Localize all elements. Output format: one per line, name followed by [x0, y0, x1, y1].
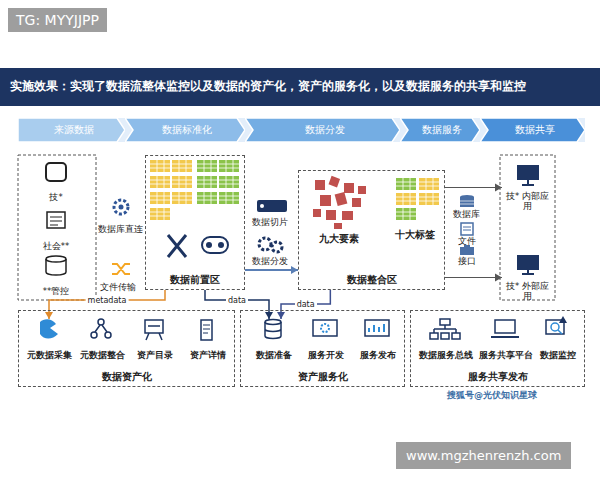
node-text: 十大标签: [387, 229, 443, 241]
node-text: 服务发布: [360, 351, 396, 361]
edge-label: data: [295, 300, 317, 309]
connector-line: [445, 187, 502, 188]
node-text: 服务共享发布: [468, 371, 528, 383]
node-text: 数据标准化: [162, 124, 212, 136]
arrowhead: [495, 274, 502, 282]
node-text: 数据服务总线: [419, 351, 473, 361]
chevron-fill: [125, 118, 245, 142]
node-text: 社会**: [43, 242, 70, 252]
watermark: www.mgzhenrenzh.com: [396, 442, 571, 469]
edge-label: data: [226, 296, 248, 305]
item-box: 社会**: [25, 207, 87, 252]
node-text: 资产目录: [137, 351, 173, 361]
connector: [445, 184, 502, 192]
node-text: 资产详情: [190, 351, 226, 361]
item-box: 数据监控: [533, 319, 583, 361]
icon-label: 接口: [458, 256, 476, 268]
stage-chevron: 数据分发: [245, 118, 400, 142]
node-text: 来源数据: [54, 124, 94, 136]
node-text: **管控: [43, 287, 70, 297]
icon-label: 文件: [458, 236, 476, 248]
node-text: 技* 内部应用: [505, 192, 550, 212]
node-text: 元数据整合: [80, 351, 125, 361]
region-box: 九大要素 十大标签数据整合区: [298, 170, 445, 290]
region-box: 数据前置区: [145, 155, 245, 290]
icon-label: 数据分发: [252, 256, 288, 268]
connector-line: [245, 269, 298, 271]
chevron-fill: [245, 118, 400, 142]
connector: [277, 290, 330, 319]
chevron-fill: [480, 118, 585, 142]
node-text: 数据准备: [256, 351, 292, 361]
item-box: 技*: [25, 160, 87, 203]
connector-line: [281, 290, 330, 319]
item-box: **管控: [25, 255, 87, 297]
item-box: 服务共享平台: [476, 319, 536, 361]
node-text: 服务共享平台: [479, 351, 533, 361]
stage-chevron: 数据标准化: [125, 118, 245, 142]
arrowhead: [277, 312, 285, 319]
node-text: 数据共享: [515, 124, 555, 136]
item-box: 数据服务总线: [416, 319, 476, 361]
node-text: 资产服务化: [298, 371, 348, 383]
node-text: 元数据采集: [27, 351, 72, 361]
edge-label: metadata: [86, 296, 129, 305]
region-box: 服务共享发布 数据服务总线服务共享平台数据监控: [410, 310, 585, 387]
item-box: 服务开发: [301, 319, 351, 361]
item-box: 资产目录: [130, 319, 180, 361]
region-box: 资产服务化数据准备 服务开发 服务发布: [240, 310, 405, 387]
connector: [445, 274, 502, 282]
connector-line: [445, 277, 502, 278]
node-text: 九大要素: [309, 233, 369, 245]
stage-chevron: 数据服务: [400, 118, 480, 142]
chevron-fill: [400, 118, 480, 142]
node-text: 数据资产化: [102, 371, 152, 383]
arrowhead: [265, 312, 273, 319]
icon-label: 文件传输: [100, 282, 136, 294]
item-box: 服务发布: [353, 319, 403, 361]
stage-chevron: 数据共享: [480, 118, 585, 142]
icon-label: 数据切片: [252, 217, 288, 229]
watermark: 搜狐号@光伏知识星球: [447, 389, 537, 402]
arrowhead: [291, 266, 298, 274]
watermark: TG: MYYJJPP: [8, 8, 107, 32]
item-box: 技* 外部应用: [502, 250, 553, 305]
connector-line: [205, 290, 269, 319]
arrowhead: [495, 184, 502, 192]
title-text: 实施效果：实现了数据流整体监控以及数据的资产化，资产的服务化，以及数据服务的共享…: [10, 79, 526, 94]
arrowhead: [45, 312, 53, 319]
node-text: 数据前置区: [170, 274, 220, 286]
icon-label: 数据库直连: [98, 224, 143, 236]
stage-chevron: 来源数据: [18, 118, 125, 142]
node-text: 技* 外部应用: [505, 282, 550, 302]
item-box: 数据准备: [249, 319, 299, 361]
connector: [205, 290, 273, 319]
node-text: 数据分发: [305, 124, 345, 136]
node-text: 数据监控: [540, 351, 576, 361]
node-text: 服务开发: [308, 351, 344, 361]
node-text: 数据服务: [422, 124, 462, 136]
item-box: 元数据整合: [77, 319, 127, 361]
item-box: 资产详情: [183, 319, 233, 361]
item-box: 技* 内部应用: [502, 160, 553, 215]
icon-label: 数据库: [453, 209, 480, 221]
region-box: 数据资产化 元数据采集元数据整合 资产目录 资产详情: [18, 310, 235, 387]
node-text: 数据整合区: [347, 274, 397, 286]
connector: [245, 266, 298, 274]
chevron-fill: [18, 118, 125, 142]
item-box: 元数据采集: [24, 319, 74, 361]
node-text: 技*: [49, 193, 62, 203]
